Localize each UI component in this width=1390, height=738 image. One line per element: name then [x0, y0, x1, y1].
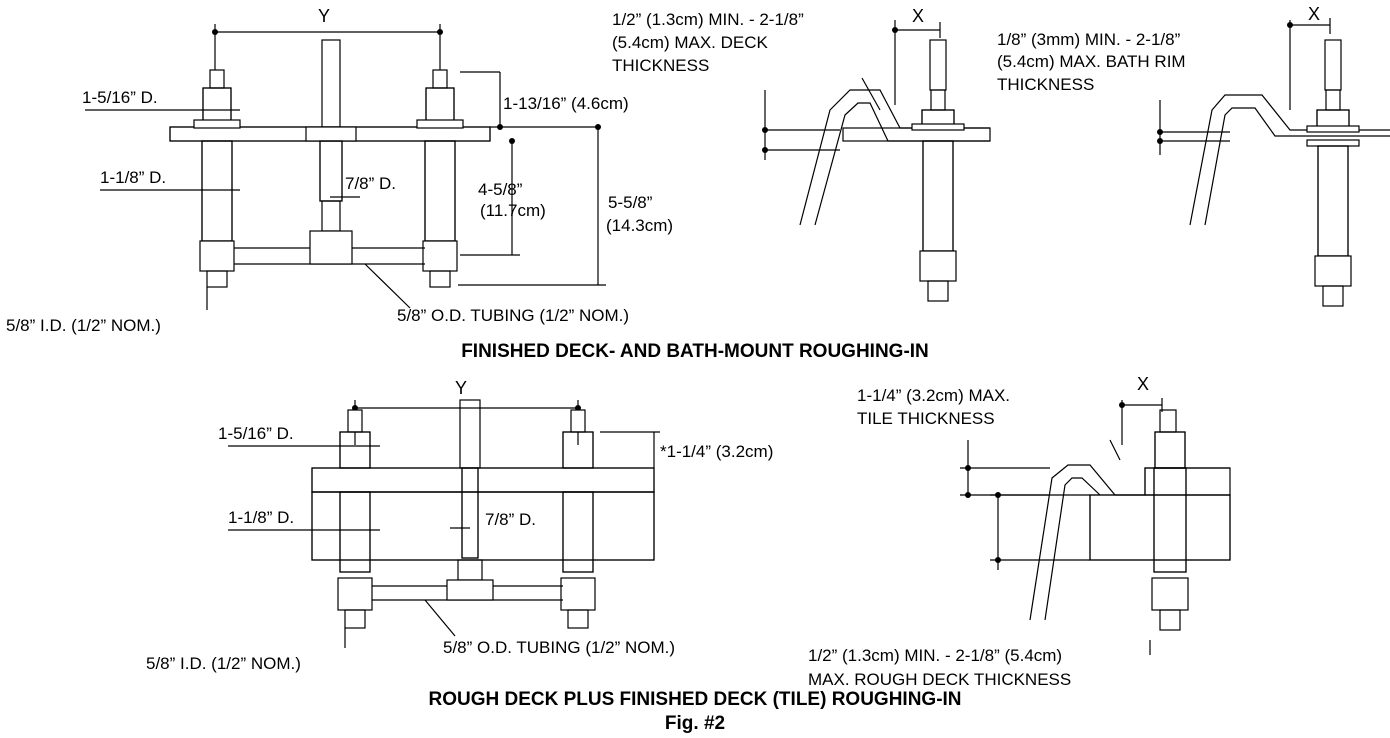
label-top-4-5-8: 4-5/8”: [478, 180, 523, 199]
label-top-5-5-8: 5-5/8”: [608, 193, 653, 212]
bottom-left-assembly: [228, 399, 660, 648]
top-right-section: [1157, 18, 1390, 307]
label-rim-line-2: (5.4cm) MAX. BATH RIM: [997, 52, 1186, 71]
top-left-assembly: [85, 24, 606, 310]
label-rim-line-1: 1/8” (3mm) MIN. - 2-1/8”: [997, 30, 1181, 49]
label-y-top: Y: [318, 6, 331, 26]
figure-number: Fig. #2: [664, 713, 726, 734]
label-deck-line-1: 1/2” (1.3cm) MIN. - 2-1/8”: [612, 10, 804, 29]
label-x-bottom-right: X: [1137, 374, 1150, 394]
label-top-od-tubing: 5/8” O.D. TUBING (1/2” NOM.): [397, 306, 630, 325]
label-top-1-5-16-d: 1-5/16” D.: [82, 88, 158, 107]
label-y-bottom: Y: [455, 378, 468, 398]
top-middle-section: [762, 20, 991, 302]
label-top-7-8-d: 7/8” D.: [345, 174, 397, 193]
label-deck-line-3: THICKNESS: [612, 56, 710, 75]
label-bottom-1-1-8-d: 1-1/8” D.: [228, 508, 295, 527]
label-top-1-13-16: 1-13/16” (4.6cm): [503, 94, 629, 113]
label-rough-line-2: MAX. ROUGH DECK THICKNESS: [808, 670, 1072, 689]
label-rim-line-3: THICKNESS: [997, 75, 1095, 94]
label-x-top-middle: X: [912, 6, 925, 26]
heading-rough-deck: ROUGH DECK PLUS FINISHED DECK (TILE) ROU…: [428, 689, 962, 710]
label-bottom-1-1-4: *1-1/4” (3.2cm): [660, 442, 774, 461]
label-tile-line-2: TILE THICKNESS: [857, 409, 995, 428]
label-top-id: 5/8” I.D. (1/2” NOM.): [6, 316, 161, 335]
label-bottom-7-8-d: 7/8” D.: [485, 510, 537, 529]
label-top-14-3cm: (14.3cm): [606, 216, 674, 235]
label-x-top-right: X: [1308, 4, 1321, 24]
label-top-11-7cm: (11.7cm): [480, 201, 546, 220]
label-bottom-1-5-16-d: 1-5/16” D.: [218, 424, 294, 443]
label-tile-line-1: 1-1/4” (3.2cm) MAX.: [857, 386, 1011, 405]
label-deck-line-2: (5.4cm) MAX. DECK: [612, 33, 768, 52]
bottom-right-section: [960, 398, 1231, 655]
heading-finished-deck: FINISHED DECK- AND BATH-MOUNT ROUGHING-I…: [461, 341, 929, 362]
label-top-1-1-8-d: 1-1/8” D.: [100, 168, 167, 187]
label-rough-line-1: 1/2” (1.3cm) MIN. - 2-1/8” (5.4cm): [808, 646, 1063, 665]
label-bottom-id: 5/8” I.D. (1/2” NOM.): [146, 654, 301, 673]
label-bottom-od-tubing: 5/8” O.D. TUBING (1/2” NOM.): [443, 638, 676, 657]
